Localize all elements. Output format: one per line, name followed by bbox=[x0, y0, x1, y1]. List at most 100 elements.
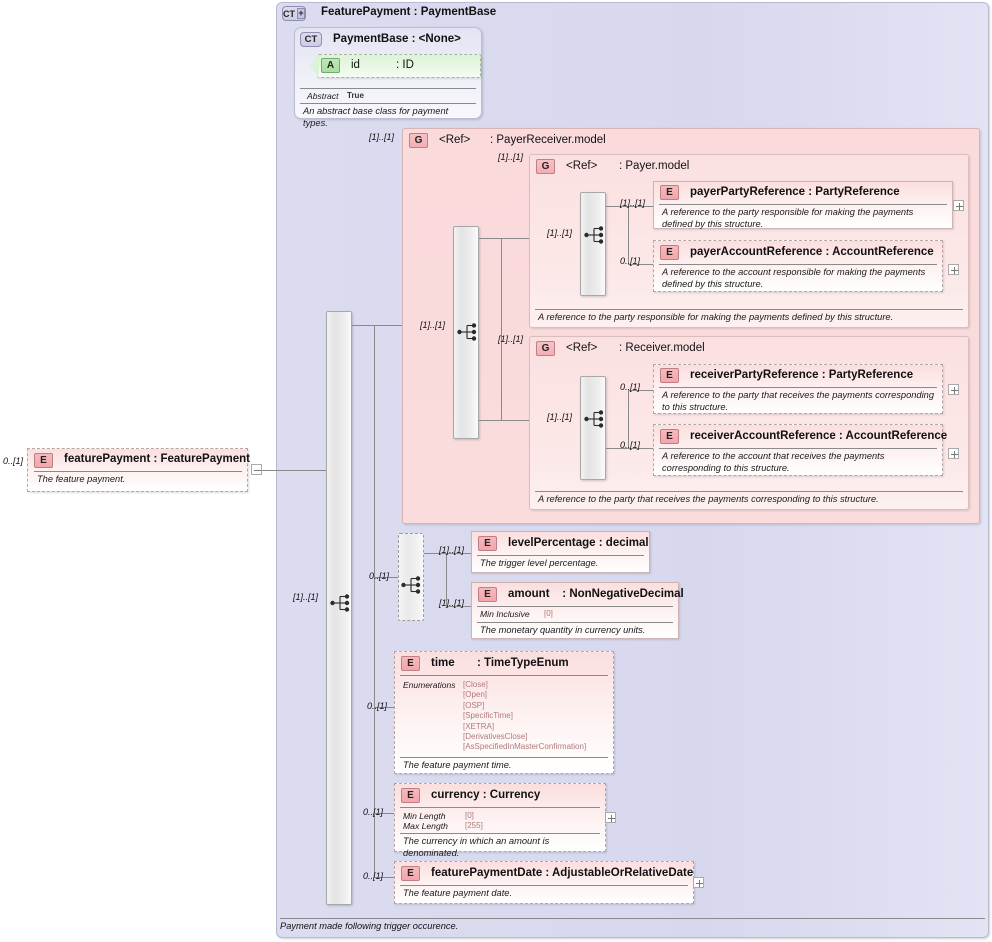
featurepaymentdate-cardinality: 0..[1] bbox=[363, 871, 384, 881]
root-branch-to-time bbox=[374, 707, 394, 708]
currency-minlength-value: [0] bbox=[465, 811, 474, 820]
featurepaymentdate-expand-icon[interactable] bbox=[693, 877, 704, 888]
receiver-branch-to-party bbox=[606, 448, 653, 449]
currency-maxlength-value: [255] bbox=[465, 821, 483, 830]
element-receiveraccountreference-box bbox=[653, 424, 943, 476]
receiveraccount-expand-icon[interactable] bbox=[948, 448, 959, 459]
payerreceiver-branch-to-payer bbox=[479, 238, 529, 239]
receiverparty-expand-icon[interactable] bbox=[948, 384, 959, 395]
container-bottom-separator bbox=[280, 918, 985, 919]
complextype-icon[interactable]: CT + bbox=[282, 6, 306, 21]
attribute-icon: A bbox=[321, 58, 340, 73]
abstract-facet-label: Abstract bbox=[307, 91, 339, 101]
element-featurepaymentdate-box bbox=[394, 861, 694, 904]
payer-branch-vertical bbox=[628, 206, 629, 264]
receiveraccount-cardinality: 0..[1] bbox=[620, 440, 641, 450]
root-branch-to-date bbox=[374, 877, 394, 878]
receiver-badge-label: G bbox=[541, 343, 550, 354]
complextype-root-header: CT + FeaturePayment : PaymentBase bbox=[282, 5, 682, 23]
amount-title: amount : NonNegativeDecimal bbox=[508, 588, 684, 600]
element-time-box bbox=[394, 651, 614, 774]
receiverparty-title: receiverPartyReference : PartyReference bbox=[690, 369, 914, 381]
levelpercentage-icon: E bbox=[478, 536, 497, 551]
payer-branch-to-account bbox=[628, 264, 653, 265]
element-payerpartyreference-box bbox=[653, 181, 953, 229]
featurepaymentdate-badge-label: E bbox=[407, 868, 414, 879]
payeraccount-separator bbox=[659, 264, 937, 265]
payer-group-icon: G bbox=[536, 159, 555, 174]
featurepayment-icon: E bbox=[34, 453, 53, 468]
levelpercentage-badge-label: E bbox=[484, 538, 491, 549]
receiver-group-cardinality: [1]..[1] bbox=[498, 334, 524, 344]
featurepaymentdate-separator bbox=[400, 885, 688, 886]
receiver-group-icon: G bbox=[536, 341, 555, 356]
payerreceiver-group-cardinality: [1]..[1] bbox=[369, 132, 395, 142]
featurepaymentdate-title: featurePaymentDate : AdjustableOrRelativ… bbox=[431, 867, 694, 879]
trigger-branch-to-amount bbox=[446, 606, 471, 607]
payerreceiver-badge-label: G bbox=[414, 135, 423, 146]
paymentbase-badge-label: CT bbox=[304, 34, 318, 45]
payeraccount-expand-icon[interactable] bbox=[948, 264, 959, 275]
currency-separator-2 bbox=[400, 833, 600, 834]
element-receiverpartyreference-box bbox=[653, 364, 943, 414]
payerreceiver-group-title: : PayerReceiver.model bbox=[490, 134, 606, 146]
payerparty-icon: E bbox=[660, 185, 679, 200]
payer-group-description: A reference to the party responsible for… bbox=[538, 312, 894, 322]
amount-cardinality: [1]..[1] bbox=[439, 598, 465, 608]
time-enumerations: Enumerations [Close][Open][OSP][Specific… bbox=[396, 678, 610, 755]
currency-expand-icon[interactable] bbox=[605, 812, 616, 823]
payer-group-cardinality: [1]..[1] bbox=[498, 152, 524, 162]
enumeration-value: [AsSpecifiedInMasterConfirmation] bbox=[463, 742, 587, 752]
payerreceiver-group-icon: G bbox=[409, 133, 428, 148]
payeraccount-icon: E bbox=[660, 245, 679, 260]
amount-icon: E bbox=[478, 587, 497, 602]
receiverparty-description: A reference to the party that receives t… bbox=[662, 390, 934, 412]
receiver-branch-to-account bbox=[628, 390, 653, 391]
receiver-group-title: : Receiver.model bbox=[619, 342, 705, 354]
payerreceiver-sequence-cardinality: [1]..[1] bbox=[420, 320, 446, 330]
levelpercentage-title: levelPercentage : decimal bbox=[508, 537, 649, 549]
receiveraccount-separator bbox=[659, 448, 937, 449]
featurepayment-connector-line bbox=[262, 470, 337, 471]
payer-group-title: : Payer.model bbox=[619, 160, 690, 172]
featurepayment-separator bbox=[34, 471, 242, 472]
payerparty-expand-icon[interactable] bbox=[953, 200, 964, 211]
amount-facet-value: [0] bbox=[544, 609, 553, 618]
time-cardinality: 0..[1] bbox=[367, 701, 388, 711]
time-separator-2 bbox=[400, 757, 608, 758]
root-sequence-cardinality: [1]..[1] bbox=[293, 592, 319, 602]
featurepayment-title: featurePayment : FeaturePayment bbox=[64, 453, 250, 465]
payer-branch-to-party bbox=[606, 206, 653, 207]
paymentbase-icon: CT bbox=[300, 32, 322, 47]
payeraccount-title: payerAccountReference : AccountReference bbox=[690, 246, 934, 258]
enumerations-label: Enumerations bbox=[403, 680, 456, 690]
currency-description: The currency in which an amount is denom… bbox=[403, 836, 550, 858]
trigger-sequence-icon bbox=[401, 576, 423, 594]
receiveraccount-icon: E bbox=[660, 429, 679, 444]
receiverparty-cardinality: 0..[1] bbox=[620, 382, 641, 392]
enumeration-value: [Close] bbox=[463, 680, 488, 689]
expand-icon[interactable]: + bbox=[297, 8, 305, 19]
featurepaymentdate-description: The feature payment date. bbox=[403, 888, 513, 898]
time-description: The feature payment time. bbox=[403, 760, 512, 770]
trigger-branch-to-level bbox=[424, 553, 471, 554]
paymentbase-title: PaymentBase : <None> bbox=[333, 33, 461, 45]
amount-mininclusive-facet: Min Inclusive [0] bbox=[473, 608, 673, 620]
payerparty-cardinality: [1]..[1] bbox=[620, 198, 646, 208]
currency-badge-label: E bbox=[407, 790, 414, 801]
amount-separator-1 bbox=[477, 606, 673, 607]
featurepayment-description: The feature payment. bbox=[37, 474, 126, 484]
payer-sequence-icon bbox=[584, 226, 606, 244]
receiveraccount-badge-label: E bbox=[666, 431, 673, 442]
receiver-sequence-icon bbox=[584, 410, 606, 428]
collapse-icon[interactable] bbox=[251, 464, 262, 475]
payerparty-separator bbox=[659, 204, 947, 205]
enumeration-value: [OSP] bbox=[463, 700, 485, 710]
receiverparty-separator bbox=[659, 387, 937, 388]
abstract-facet-value: True bbox=[347, 91, 364, 100]
receiveraccount-title: receiverAccountReference : AccountRefere… bbox=[690, 430, 948, 442]
payerreceiver-branch-to-receiver bbox=[479, 420, 529, 421]
root-branch-to-currency bbox=[374, 813, 394, 814]
payerparty-description: A reference to the party responsible for… bbox=[662, 207, 914, 229]
